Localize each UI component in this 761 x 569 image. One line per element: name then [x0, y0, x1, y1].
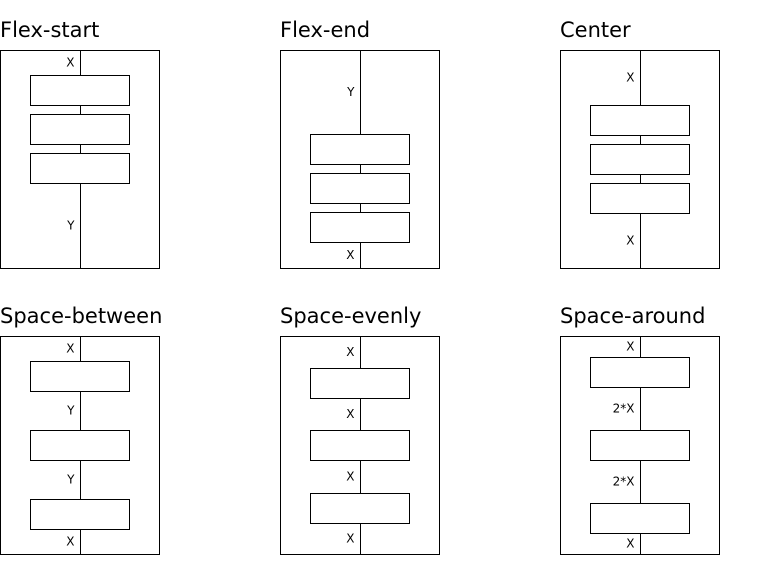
gap-label: X — [346, 248, 354, 262]
flex-item — [310, 173, 410, 204]
flex-item — [30, 114, 130, 145]
gap-label: X — [66, 535, 74, 549]
gap-label: X — [346, 532, 354, 546]
panel-title: Flex-start — [0, 18, 99, 42]
gap-label: X — [346, 345, 354, 359]
flex-item — [30, 153, 130, 184]
gap-label: X — [626, 71, 634, 85]
flex-item — [30, 430, 130, 461]
gap-label: Y — [66, 404, 75, 418]
flex-item — [310, 493, 410, 524]
gap-label: 2*X — [613, 475, 635, 489]
gap-label: X — [346, 470, 354, 484]
flex-item — [310, 212, 410, 243]
panel-title: Flex-end — [280, 18, 370, 42]
flex-item — [310, 134, 410, 165]
flex-item — [310, 368, 410, 399]
flex-item — [30, 499, 130, 530]
flex-item — [590, 144, 690, 175]
flex-item — [590, 183, 690, 214]
flex-item — [30, 75, 130, 106]
flex-item — [590, 357, 690, 388]
panel-title: Center — [560, 18, 631, 42]
gap-label: X — [66, 342, 74, 356]
flex-item — [30, 361, 130, 392]
flex-item — [590, 503, 690, 534]
gap-label: X — [626, 234, 634, 248]
gap-label: X — [346, 407, 354, 421]
flex-item — [590, 105, 690, 136]
flex-item — [310, 430, 410, 461]
panel-title: Space-evenly — [280, 304, 421, 328]
gap-label: Y — [66, 473, 75, 487]
panel-title: Space-between — [0, 304, 162, 328]
panel-title: Space-around — [560, 304, 705, 328]
gap-label: Y — [346, 85, 355, 99]
flex-item — [590, 430, 690, 461]
gap-label: X — [626, 537, 634, 551]
gap-label: Y — [66, 219, 75, 233]
gap-label: X — [66, 56, 74, 70]
gap-label: X — [626, 340, 634, 354]
gap-label: 2*X — [613, 402, 635, 416]
